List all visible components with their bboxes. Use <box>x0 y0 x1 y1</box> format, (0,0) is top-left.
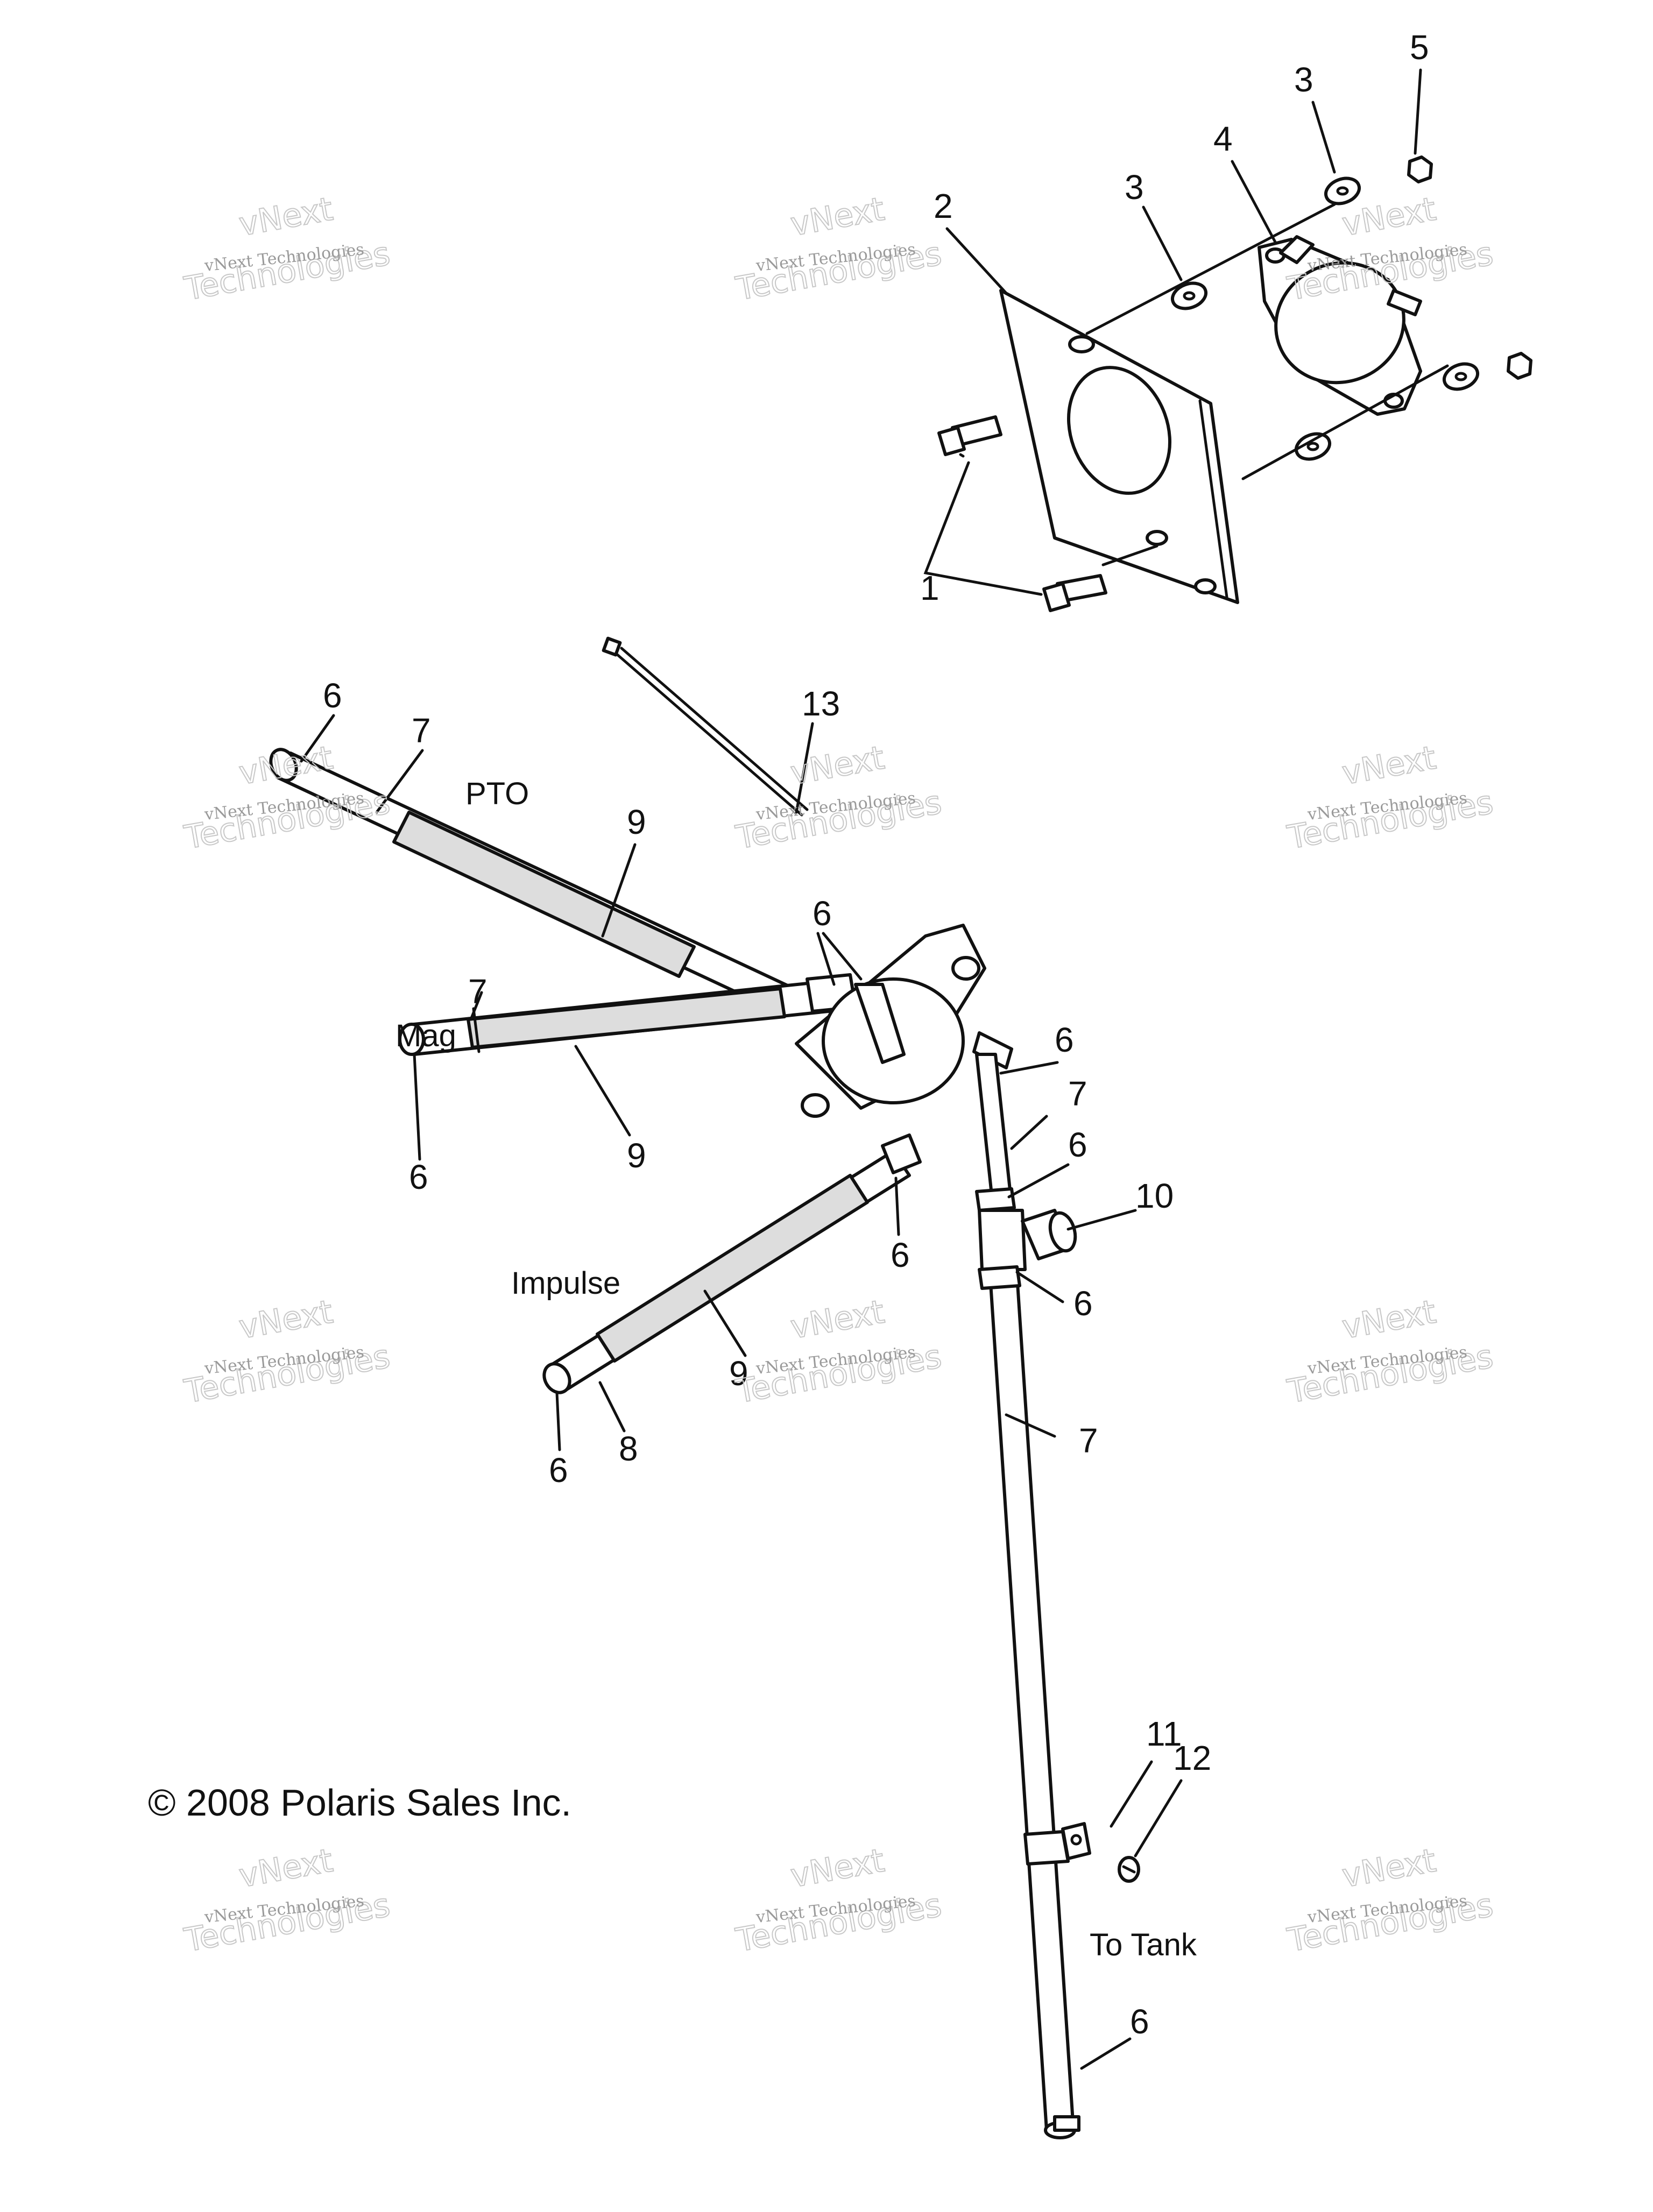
callout-7b: 7 <box>468 972 488 1011</box>
watermark-tile: Technologies vNext vNext Technologies <box>1284 739 1496 857</box>
callout-2: 2 <box>934 187 953 225</box>
svg-text:vNext: vNext <box>1339 1293 1439 1346</box>
watermark-tile: Technologies vNext vNext Technologies <box>732 1841 945 1960</box>
watermark-tile: Technologies vNext vNext Technologies <box>1284 1293 1496 1412</box>
callout-7c: 7 <box>1068 1074 1087 1113</box>
shutoff-valve <box>978 1209 1077 1271</box>
svg-text:vNext: vNext <box>788 1842 887 1895</box>
svg-text:vNext: vNext <box>788 1293 887 1346</box>
svg-text:vNext: vNext <box>1339 739 1439 792</box>
washers <box>1171 176 1479 461</box>
watermark-tile: Technologies vNext vNext Technologies <box>181 1293 393 1412</box>
callout-9c: 9 <box>729 1354 748 1393</box>
svg-text:vNext: vNext <box>788 190 887 244</box>
cable <box>602 636 809 817</box>
callout-6e: 6 <box>1073 1284 1093 1323</box>
callout-12: 12 <box>1173 1739 1211 1777</box>
callout-6h: 6 <box>549 1451 568 1490</box>
label-pto: PTO <box>465 776 529 811</box>
callout-6g: 6 <box>409 1158 428 1196</box>
screw-12 <box>1118 1856 1140 1883</box>
mounting-bracket <box>999 289 1239 604</box>
callout-3b: 3 <box>1294 60 1313 99</box>
bolts <box>937 415 1107 612</box>
callout-6c: 6 <box>1055 1020 1074 1059</box>
hose-clips <box>975 1187 1080 2132</box>
callout-6d: 6 <box>1068 1125 1087 1164</box>
svg-text:vNext: vNext <box>1339 1842 1439 1895</box>
callout-7d: 7 <box>1079 1421 1098 1460</box>
label-mag: Mag <box>395 1018 456 1053</box>
label-impulse: Impulse <box>511 1266 620 1301</box>
callout-8: 8 <box>619 1429 638 1468</box>
nuts <box>1407 155 1532 380</box>
impulse-hose <box>542 1133 922 1394</box>
callout-numbers: 1 2 3 3 4 5 6 6 6 6 6 6 6 6 6 7 7 7 7 8 … <box>323 28 1429 2041</box>
svg-text:vNext: vNext <box>788 739 887 792</box>
callout-3a: 3 <box>1125 168 1144 207</box>
callout-4: 4 <box>1213 119 1233 158</box>
leader-lines <box>300 68 1422 2070</box>
watermark-tile: Technologies vNext vNext Technologies <box>181 1841 393 1960</box>
svg-text:vNext: vNext <box>236 1293 336 1346</box>
callout-6a: 6 <box>323 676 342 715</box>
callout-11: 11 <box>1146 1714 1182 1753</box>
callout-6f: 6 <box>891 1236 910 1274</box>
assembly-axis-lines <box>1085 203 1449 566</box>
text-labels: PTO Mag Impulse To Tank © 2008 Polaris S… <box>148 776 1197 1962</box>
watermark-tile: Technologies vNext vNext Technologies <box>732 739 945 857</box>
svg-text:vNext: vNext <box>236 1842 336 1895</box>
fuel-pump-top <box>1258 235 1422 416</box>
callout-7a: 7 <box>412 711 431 750</box>
callout-9a: 9 <box>627 803 646 841</box>
watermark-tile: Technologies vNext vNext Technologies <box>181 190 393 309</box>
svg-text:vNext: vNext <box>236 190 336 244</box>
fuel-pump-body <box>795 924 1013 1118</box>
label-to-tank: To Tank <box>1090 1927 1197 1962</box>
watermark-tile: Technologies vNext vNext Technologies <box>732 1293 945 1412</box>
watermark-tile: Technologies vNext vNext Technologies <box>1284 1841 1496 1960</box>
callout-1: 1 <box>920 569 939 607</box>
callout-5: 5 <box>1410 28 1429 67</box>
watermark-tile: Technologies vNext vNext Technologies <box>732 190 945 309</box>
callout-9b: 9 <box>627 1136 646 1175</box>
watermark-tile: Technologies vNext vNext Technologies <box>181 739 393 857</box>
line-clamp <box>1023 1822 1091 1866</box>
callout-6i: 6 <box>1130 2002 1149 2041</box>
callout-10: 10 <box>1135 1176 1174 1215</box>
copyright-notice: © 2008 Polaris Sales Inc. <box>148 1782 571 1824</box>
callout-6b: 6 <box>813 894 832 933</box>
callout-13: 13 <box>802 684 840 723</box>
